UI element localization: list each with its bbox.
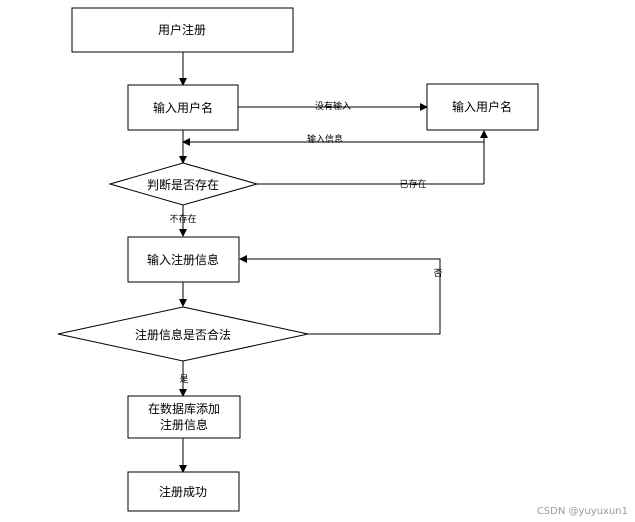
node-check-valid-label: 注册信息是否合法	[135, 327, 231, 342]
node-input-username-right-label: 输入用户名	[452, 99, 512, 114]
node-success-label: 注册成功	[159, 484, 207, 499]
edge-label-yes: 是	[179, 374, 188, 385]
edge-label-no: 否	[433, 268, 442, 279]
node-check-valid: 注册信息是否合法	[57, 306, 309, 362]
node-user-register-label: 用户注册	[158, 22, 206, 37]
node-check-exists-label: 判断是否存在	[147, 177, 219, 192]
watermark: CSDN @yuyuxun1	[537, 506, 628, 517]
node-db-add: 在数据库添加 注册信息	[127, 395, 241, 439]
node-input-username: 输入用户名	[127, 84, 239, 131]
node-input-username-right: 输入用户名	[426, 83, 539, 131]
node-input-reg-info-label: 输入注册信息	[147, 252, 219, 267]
edge-label-no-input: 没有输入	[315, 100, 351, 112]
node-db-add-line1: 在数据库添加	[148, 401, 220, 416]
node-user-register: 用户注册	[71, 7, 294, 53]
node-input-username-label: 输入用户名	[153, 100, 213, 115]
edge-no-loop	[239, 255, 441, 335]
node-db-add-line2: 注册信息	[160, 417, 208, 432]
node-check-exists: 判断是否存在	[108, 162, 259, 206]
edge-label-input-info: 输入信息	[307, 133, 343, 145]
node-input-reg-info: 输入注册信息	[127, 236, 240, 283]
edge-label-not-exists: 不存在	[169, 213, 196, 225]
node-success: 注册成功	[127, 471, 240, 512]
edge-label-exists: 已存在	[399, 178, 426, 190]
